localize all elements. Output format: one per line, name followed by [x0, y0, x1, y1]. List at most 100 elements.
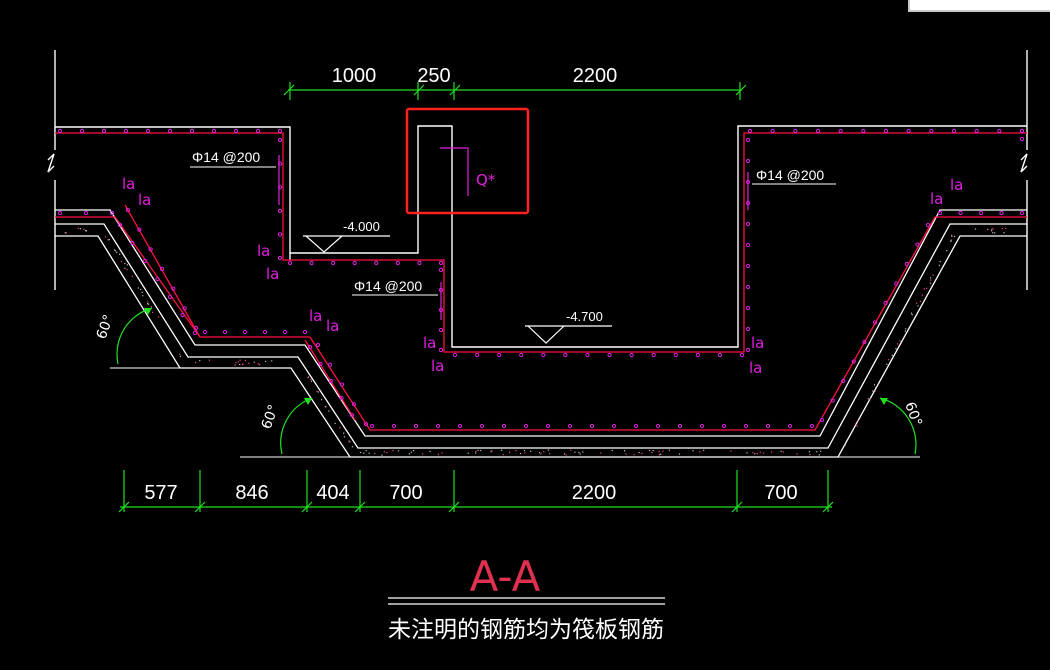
- rebar-dot: [695, 352, 700, 358]
- hatch-speck: [124, 262, 126, 265]
- rebar-dot: [545, 423, 551, 429]
- rebar-dot: [523, 423, 529, 429]
- hatch-speck: [126, 268, 128, 271]
- hatch-speck: [658, 454, 660, 456]
- hatch-speck: [412, 450, 415, 452]
- hatch-speck: [543, 451, 545, 453]
- hatch-speck: [343, 432, 345, 434]
- hatch-speck: [363, 452, 365, 454]
- hatch-speck: [946, 250, 948, 252]
- rebar-dot: [57, 210, 63, 216]
- rebar-dot: [155, 276, 160, 282]
- la-label: la: [930, 190, 943, 208]
- rebar-dot: [809, 423, 815, 429]
- hatch-speck: [257, 363, 259, 365]
- rebar-dot: [699, 423, 705, 429]
- rebar-dot: [745, 305, 751, 311]
- hatch-speck: [648, 449, 651, 452]
- hatch-speck: [611, 449, 613, 452]
- hatch-speck: [754, 453, 756, 455]
- rebar-dot: [770, 128, 775, 134]
- rebar-dot: [83, 210, 89, 216]
- hatch-speck: [938, 264, 940, 266]
- rebar-dot: [745, 284, 751, 290]
- hatch-speck: [339, 427, 341, 429]
- rebar-dot: [331, 260, 336, 266]
- rebar-dot: [351, 402, 357, 407]
- rebar-dot: [589, 423, 595, 429]
- rebar-dot: [413, 423, 419, 429]
- hatch-speck: [875, 387, 877, 389]
- rebar-dot: [193, 325, 199, 331]
- hatch-speck: [351, 446, 354, 448]
- bottom-dim-4: 700: [389, 482, 422, 504]
- rebar-dot: [438, 260, 444, 266]
- rebar-dot: [242, 329, 248, 335]
- hatch-speck: [179, 355, 182, 358]
- rebar-dot: [438, 267, 444, 273]
- hatch-speck: [410, 451, 412, 453]
- hatch-speck: [939, 260, 941, 263]
- rebar-dot: [277, 128, 283, 134]
- hatch-speck: [759, 451, 761, 453]
- rebar-dot: [745, 242, 751, 248]
- hatch-speck: [271, 360, 273, 362]
- hatch-speck: [652, 449, 654, 452]
- top-dim-1: 1000: [332, 65, 377, 87]
- rebar-dot: [915, 242, 920, 247]
- rebar-dot: [309, 260, 314, 266]
- hatch-speck: [929, 282, 932, 284]
- hatch-speck: [114, 249, 116, 251]
- hatch-speck: [157, 316, 160, 318]
- rebar-dot: [861, 128, 866, 134]
- rebar-dot: [339, 382, 345, 387]
- highlight-box[interactable]: [405, 107, 530, 215]
- hatch-speck: [343, 436, 346, 438]
- angle-label-2: 60°: [259, 403, 283, 432]
- hatch-speck: [408, 453, 410, 455]
- rebar-dot: [787, 423, 793, 429]
- hatch-speck: [872, 390, 874, 392]
- rebar-dot: [171, 286, 176, 291]
- rebar-dot: [395, 260, 400, 266]
- rebar-dot: [872, 320, 878, 325]
- rebar-dot: [743, 423, 749, 429]
- hatch-speck: [651, 451, 653, 454]
- rebar-dot: [255, 128, 261, 134]
- rebar-dot: [883, 300, 888, 306]
- hatch-speck: [992, 228, 994, 230]
- rebar-dot: [167, 128, 173, 134]
- hatch-speck: [381, 454, 383, 456]
- la-label: la: [122, 175, 135, 193]
- cushion-hatch: [64, 227, 1007, 456]
- rebar-dot: [951, 128, 957, 134]
- section-title: A-A: [470, 552, 541, 601]
- structure-outline: [47, 50, 1028, 348]
- hatch-speck: [660, 453, 662, 455]
- hatch-speck: [867, 398, 869, 400]
- hatch-speck: [421, 453, 424, 455]
- bottom-dim-2: 846: [235, 482, 268, 504]
- hatch-speck: [365, 450, 367, 452]
- hatch-speck: [509, 451, 511, 454]
- rebar-dot: [222, 329, 228, 335]
- rebar-dot: [978, 210, 984, 216]
- hatch-speck: [904, 330, 906, 332]
- hatch-speck: [360, 451, 362, 453]
- hatch-speck: [796, 453, 798, 455]
- hatch-speck: [307, 376, 310, 378]
- hatch-speck: [383, 451, 385, 453]
- bottom-dim-3: 404: [316, 482, 349, 504]
- hatch-speck: [891, 354, 893, 356]
- hatch-speck: [816, 451, 818, 453]
- hatch-speck: [905, 328, 907, 330]
- rebar-dot: [438, 347, 444, 353]
- rebar-dot: [159, 266, 165, 272]
- hatch-speck: [752, 452, 754, 454]
- angle-label-3: 60°: [901, 400, 925, 429]
- hatch-speck: [199, 359, 201, 362]
- hatch-speck: [147, 303, 150, 305]
- rebar-dot: [79, 128, 85, 134]
- rebar-dot: [765, 423, 771, 429]
